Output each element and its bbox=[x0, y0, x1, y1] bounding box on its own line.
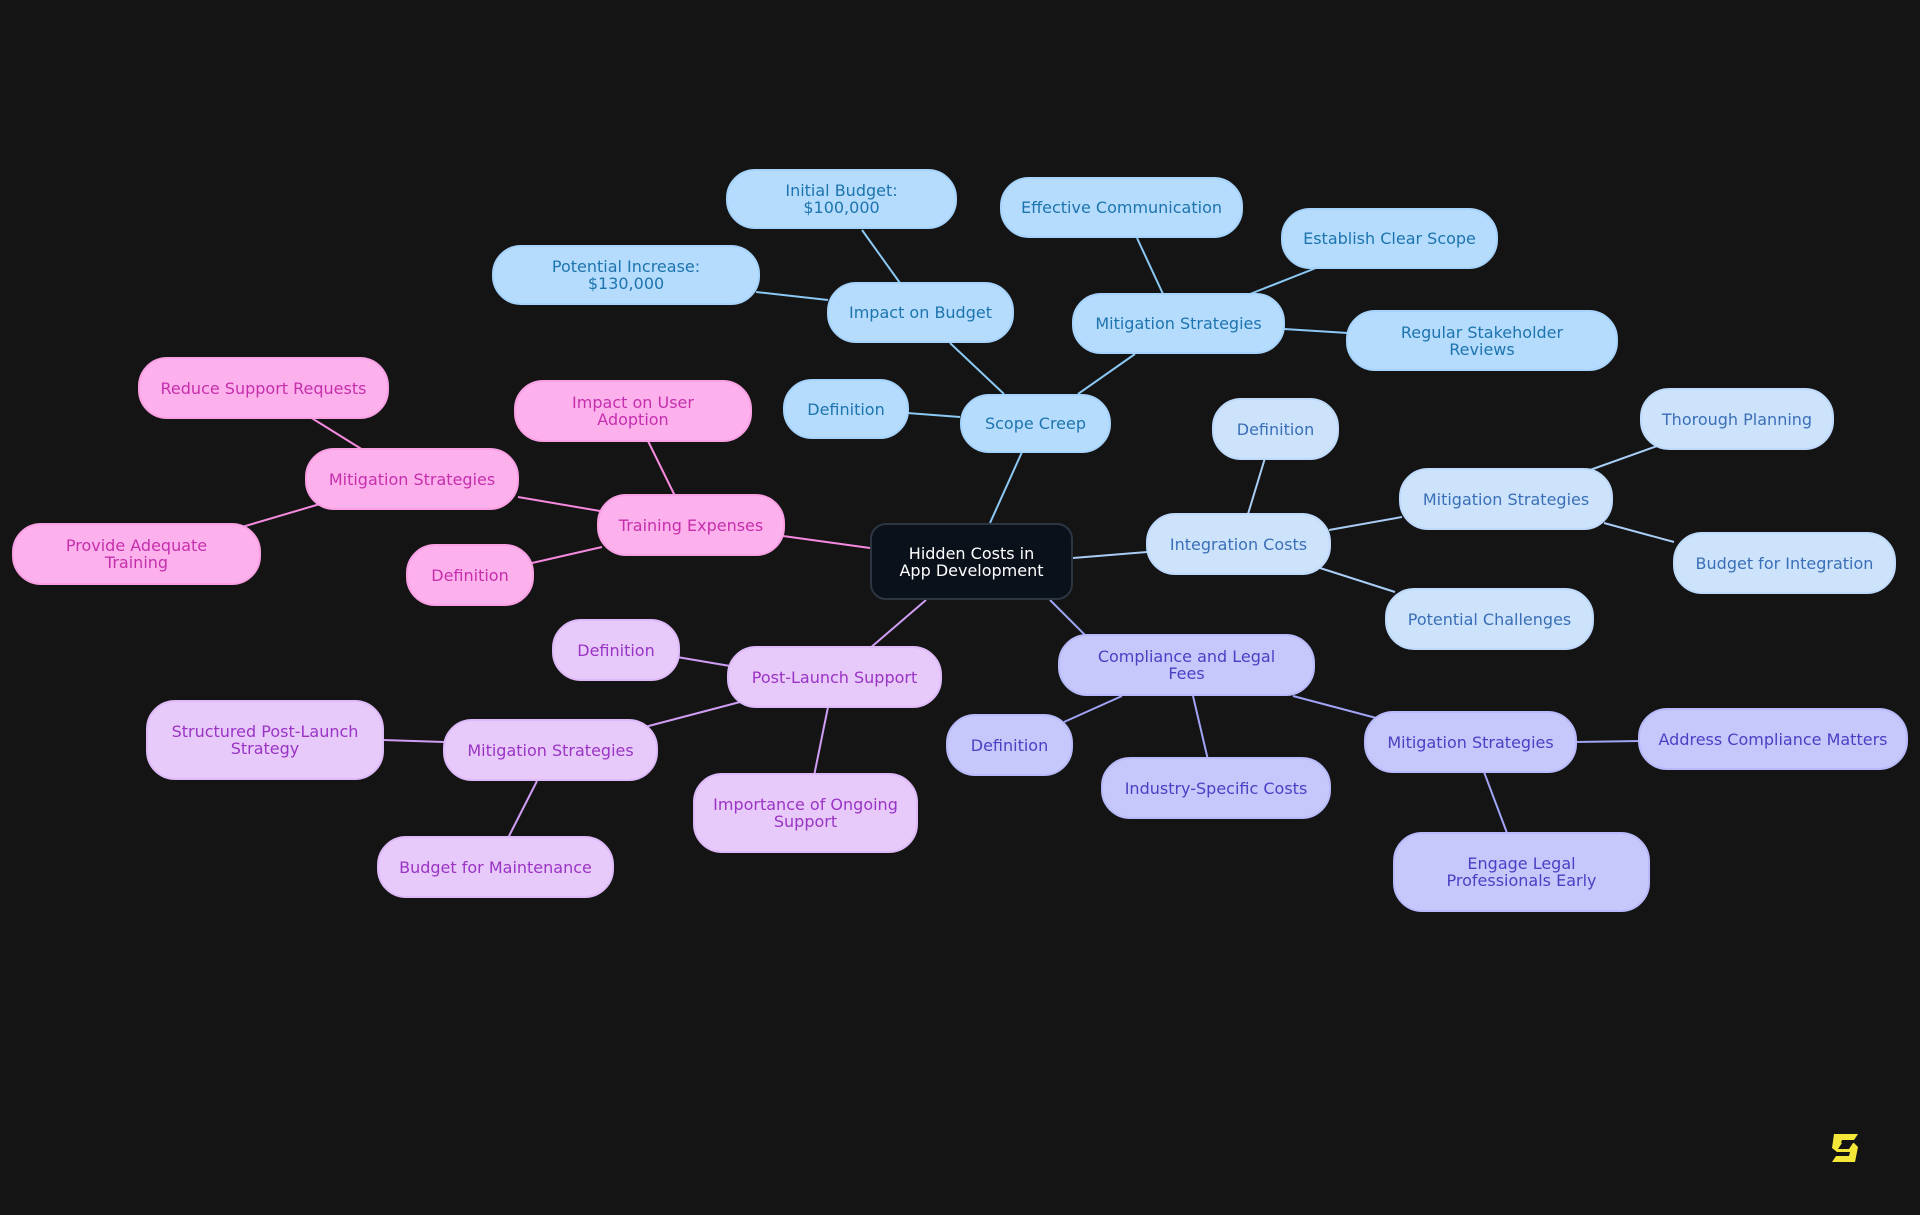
edge-root-integration bbox=[1072, 551, 1148, 559]
edge-mitigation-communication bbox=[1136, 237, 1164, 295]
compliance-legal-node[interactable]: Compliance and Legal Fees bbox=[1058, 634, 1315, 696]
edge-impact-potential-increase bbox=[755, 291, 829, 301]
edge-mitigation-budget-integration bbox=[1603, 522, 1675, 543]
brand-logo-icon bbox=[1832, 1134, 1858, 1162]
edge-integration-definition bbox=[1247, 457, 1266, 515]
post-launch-support-node[interactable]: Post-Launch Support bbox=[727, 646, 942, 708]
edge-post-launch-mitigation bbox=[640, 701, 741, 729]
impact-on-budget-node[interactable]: Impact on Budget bbox=[827, 282, 1014, 343]
edge-mitigation-maintenance bbox=[507, 780, 538, 839]
edge-scope-creep-definition bbox=[906, 412, 961, 418]
edge-training-definition bbox=[531, 546, 603, 564]
edge-root-scope-creep bbox=[989, 451, 1023, 524]
post-launch-mitigation-node[interactable]: Mitigation Strategies bbox=[443, 719, 658, 781]
compliance-definition-node[interactable]: Definition bbox=[946, 714, 1073, 776]
training-expenses-node[interactable]: Training Expenses bbox=[597, 494, 785, 556]
scope-creep-mitigation-node[interactable]: Mitigation Strategies bbox=[1072, 293, 1285, 354]
edge-mitigation-reviews bbox=[1283, 328, 1349, 334]
edge-mitigation-provide-training bbox=[241, 503, 321, 528]
edge-mitigation-structured bbox=[382, 739, 445, 743]
edge-compliance-industry bbox=[1192, 695, 1209, 761]
thorough-planning-node[interactable]: Thorough Planning bbox=[1640, 388, 1834, 450]
industry-specific-costs-node[interactable]: Industry-Specific Costs bbox=[1101, 757, 1331, 819]
regular-stakeholder-reviews-node[interactable]: Regular Stakeholder Reviews bbox=[1346, 310, 1618, 371]
edge-post-launch-importance bbox=[813, 706, 829, 777]
engage-legal-node[interactable]: Engage Legal Professionals Early bbox=[1393, 832, 1650, 912]
potential-increase-node[interactable]: Potential Increase: $130,000 bbox=[492, 245, 760, 305]
integration-definition-node[interactable]: Definition bbox=[1212, 398, 1339, 460]
edge-impact-initial-budget bbox=[861, 229, 901, 284]
edge-root-training bbox=[782, 535, 871, 549]
budget-for-integration-node[interactable]: Budget for Integration bbox=[1673, 532, 1896, 594]
initial-budget-node[interactable]: Initial Budget: $100,000 bbox=[726, 169, 957, 229]
compliance-mitigation-node[interactable]: Mitigation Strategies bbox=[1364, 711, 1577, 773]
provide-training-node[interactable]: Provide Adequate Training bbox=[12, 523, 261, 585]
ongoing-support-node[interactable]: Importance of Ongoing Support bbox=[693, 773, 918, 853]
edge-root-post-launch bbox=[868, 599, 927, 650]
potential-challenges-node[interactable]: Potential Challenges bbox=[1385, 588, 1594, 650]
edge-compliance-definition bbox=[1063, 695, 1123, 723]
edge-mitigation-clear-scope bbox=[1249, 267, 1317, 295]
establish-clear-scope-node[interactable]: Establish Clear Scope bbox=[1281, 208, 1498, 269]
address-compliance-node[interactable]: Address Compliance Matters bbox=[1638, 708, 1908, 770]
root-node[interactable]: Hidden Costs in App Development bbox=[870, 523, 1073, 600]
integration-costs-node[interactable]: Integration Costs bbox=[1146, 513, 1331, 575]
edge-post-launch-definition bbox=[676, 656, 731, 667]
post-launch-definition-node[interactable]: Definition bbox=[552, 619, 680, 681]
scope-creep-definition-node[interactable]: Definition bbox=[783, 379, 909, 439]
edge-mitigation-thorough-planning bbox=[1589, 444, 1661, 471]
edge-training-mitigation bbox=[517, 496, 601, 512]
edge-mitigation-engage-legal bbox=[1483, 771, 1508, 834]
edge-integration-challenges bbox=[1319, 567, 1396, 593]
edge-integration-mitigation bbox=[1328, 516, 1403, 531]
edge-mitigation-reduce-support bbox=[309, 416, 364, 451]
effective-communication-node[interactable]: Effective Communication bbox=[1000, 177, 1243, 238]
integration-mitigation-node[interactable]: Mitigation Strategies bbox=[1399, 468, 1613, 530]
edge-compliance-mitigation bbox=[1292, 695, 1381, 720]
edge-scope-creep-mitigation bbox=[1077, 353, 1136, 395]
impact-user-adoption-node[interactable]: Impact on User Adoption bbox=[514, 380, 752, 442]
training-definition-node[interactable]: Definition bbox=[406, 544, 534, 606]
edge-scope-creep-impact bbox=[949, 342, 1005, 395]
edge-training-adoption bbox=[647, 440, 676, 497]
reduce-support-requests-node[interactable]: Reduce Support Requests bbox=[138, 357, 389, 419]
structured-strategy-node[interactable]: Structured Post-Launch Strategy bbox=[146, 700, 384, 780]
edge-mitigation-address bbox=[1574, 740, 1641, 743]
training-mitigation-node[interactable]: Mitigation Strategies bbox=[305, 448, 519, 510]
budget-for-maintenance-node[interactable]: Budget for Maintenance bbox=[377, 836, 614, 898]
edge-root-compliance bbox=[1049, 599, 1088, 638]
scope-creep-node[interactable]: Scope Creep bbox=[960, 394, 1111, 453]
